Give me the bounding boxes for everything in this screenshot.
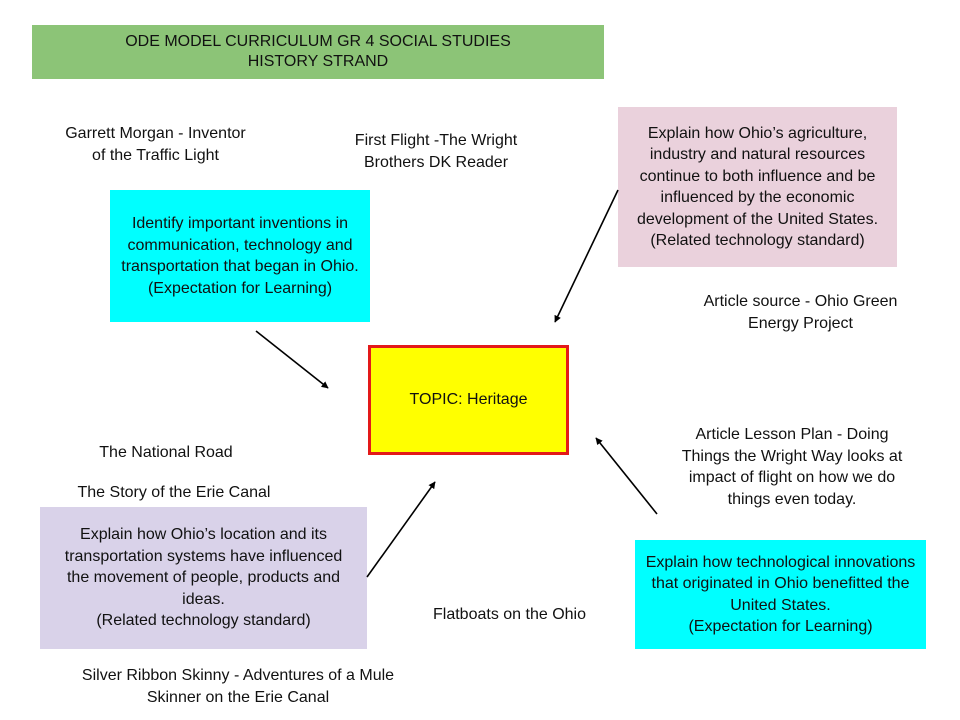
arrow-innovations-to-topic (595, 437, 658, 515)
resource-garrett-morgan-text: Garrett Morgan - Inventor of the Traffic… (65, 125, 246, 164)
arrow-location-to-topic (366, 481, 436, 578)
resource-silver-ribbon-text: Silver Ribbon Skinny - Adventures of a M… (81, 667, 395, 706)
resource-wright-way: Article Lesson Plan - Doing Things the W… (660, 424, 924, 510)
innovations-expectation-box: Explain how technological innovations th… (635, 540, 926, 649)
location-standard-box: Explain how Ohio’s location and its tran… (40, 507, 367, 649)
title-banner: ODE MODEL CURRICULUM GR 4 SOCIAL STUDIES… (32, 25, 604, 79)
title-line-1: ODE MODEL CURRICULUM GR 4 SOCIAL STUDIES (125, 33, 511, 50)
resource-erie-canal-story: The Story of the Erie Canal (55, 482, 293, 504)
inventions-expectation-box: Identify important inventions in communi… (110, 190, 370, 322)
resource-ohio-green-energy-text: Article source - Ohio Green Energy Proje… (703, 293, 898, 332)
agriculture-standard-text: Explain how Ohio’s agriculture, industry… (636, 124, 879, 250)
inventions-expectation-text: Identify important inventions in communi… (121, 215, 359, 297)
resource-garrett-morgan: Garrett Morgan - Inventor of the Traffic… (50, 123, 261, 166)
topic-center-box: TOPIC: Heritage (368, 345, 569, 455)
resource-flatboats: Flatboats on the Ohio (412, 604, 607, 626)
resource-flatboats-text: Flatboats on the Ohio (433, 606, 586, 623)
resource-first-flight: First Flight -The Wright Brothers DK Rea… (338, 130, 534, 173)
agriculture-standard-box: Explain how Ohio’s agriculture, industry… (618, 107, 897, 267)
resource-silver-ribbon: Silver Ribbon Skinny - Adventures of a M… (50, 665, 426, 708)
location-standard-text: Explain how Ohio’s location and its tran… (64, 526, 343, 630)
resource-ohio-green-energy: Article source - Ohio Green Energy Proje… (685, 291, 916, 334)
topic-label: TOPIC: Heritage (409, 391, 528, 408)
innovations-expectation-text: Explain how technological innovations th… (645, 553, 916, 636)
resource-erie-canal-story-text: The Story of the Erie Canal (77, 484, 271, 501)
resource-national-road-text: The National Road (99, 444, 233, 461)
resource-national-road: The National Road (80, 442, 252, 464)
resource-wright-way-text: Article Lesson Plan - Doing Things the W… (681, 426, 903, 508)
arrow-agriculture-to-topic (554, 189, 619, 323)
title-line-2: HISTORY STRAND (247, 53, 389, 70)
arrow-inventions-to-topic (255, 330, 329, 389)
resource-first-flight-text: First Flight -The Wright Brothers DK Rea… (354, 132, 518, 171)
